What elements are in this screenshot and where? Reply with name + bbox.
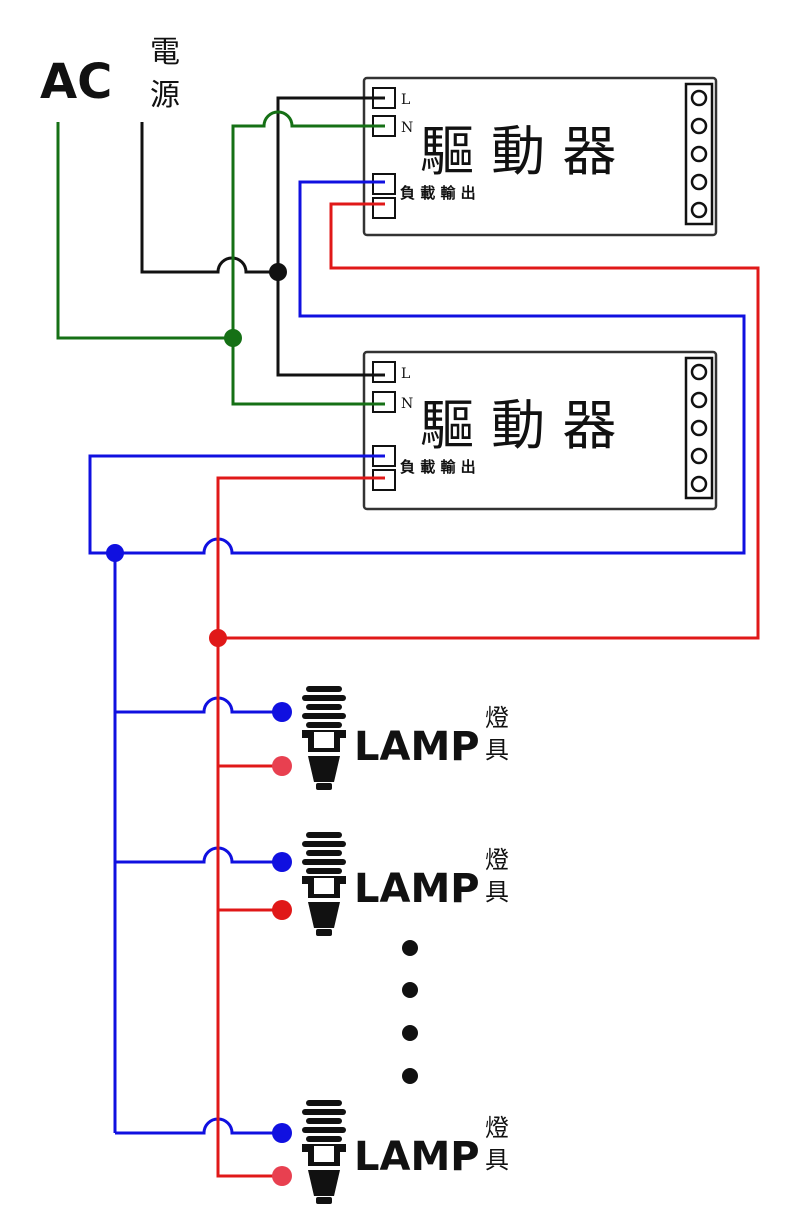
ellipsis-dots-icon [402,940,418,1084]
ac-label: AC [40,54,112,110]
driver-2-terminal-l: L [401,366,410,382]
driver-1-terminal-n: N [401,120,413,136]
output-positive-junction [209,629,227,647]
lamp-1-positive-terminal [272,756,292,776]
driver-box-1: L N 驅 動 器 負 載 輸 出 [362,76,718,237]
lamp-2-cn-char-2: 具 [485,878,509,906]
live-wire [140,96,385,377]
lamp-3: LAMP 燈 具 [272,1100,509,1204]
output-negative-wire [88,180,746,1135]
lamp-bulb-icon [302,832,346,936]
terminal-block-icon [684,356,714,500]
lamp-1-negative-terminal [272,702,292,722]
driver-1-terminal-l: L [401,92,410,108]
driver-1-output-label: 負 載 輸 出 [400,184,476,202]
lamp-1-label: LAMP [354,724,480,770]
output-positive-wire [216,202,760,1178]
driver-2-title: 驅 動 器 [420,394,616,457]
power-label-char-2: 源 [150,78,180,113]
driver-1-title: 驅 動 器 [420,120,616,183]
lamp-1-cn-char-1: 燈 [485,704,509,732]
lamp-3-positive-terminal [272,1166,292,1186]
lamp-3-label: LAMP [354,1134,480,1180]
lamp-bulb-icon [302,1100,346,1204]
neutral-junction [224,329,242,347]
driver-box-2: L N 驅 動 器 負 載 輸 出 [362,350,718,511]
live-junction [269,263,287,281]
driver-2-output-label: 負 載 輸 出 [400,458,476,476]
lamp-bulb-icon [302,686,346,790]
lamp-2-cn-char-1: 燈 [485,846,509,874]
lamp-3-cn-char-1: 燈 [485,1114,509,1142]
neutral-wire [56,110,385,406]
lamp-3-negative-terminal [272,1123,292,1143]
lamp-2: LAMP 燈 具 [272,832,509,936]
power-label-char-1: 電 [150,35,180,70]
lamp-2-positive-terminal [272,900,292,920]
terminal-block-icon [684,82,714,226]
output-negative-junction [106,544,124,562]
lamp-2-negative-terminal [272,852,292,872]
lamp-1-cn-char-2: 具 [485,736,509,764]
driver-2-terminal-n: N [401,396,413,412]
lamp-3-cn-char-2: 具 [485,1146,509,1174]
lamp-1: LAMP 燈 具 [272,686,509,790]
lamp-2-label: LAMP [354,866,480,912]
